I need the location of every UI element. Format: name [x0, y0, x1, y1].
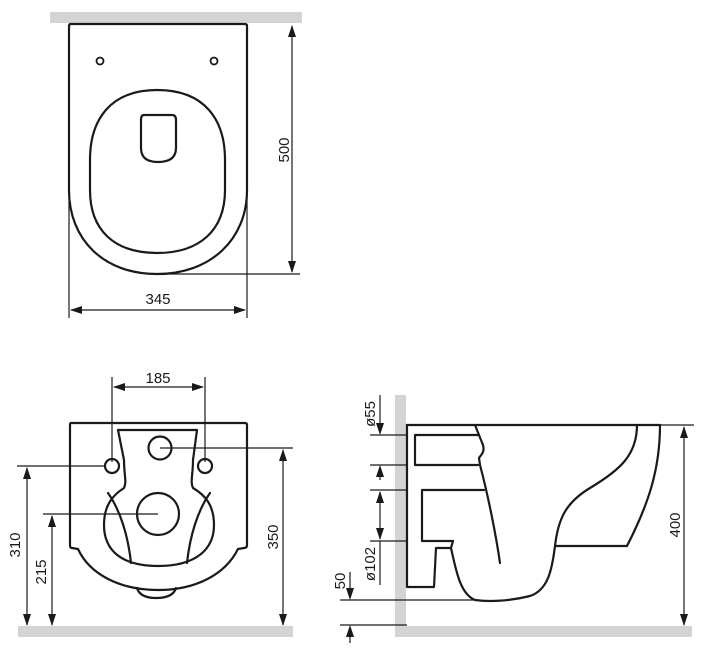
bowl-opening-top	[88, 88, 227, 255]
floor-front	[18, 626, 293, 637]
pan-outline-front	[68, 421, 249, 592]
wall-top	[50, 12, 302, 23]
back-plate-side	[405, 423, 453, 589]
dim-bolt-height-310: 310	[7, 532, 24, 557]
flush-outlet-top	[139, 113, 178, 164]
floor-side	[395, 626, 692, 637]
bowl-inner-curve-side	[449, 423, 639, 603]
side-view: ø55 ø102 50 400	[332, 395, 694, 643]
seat-hinge-hole-right	[209, 56, 219, 66]
dim-rim-height-400: 400	[667, 512, 684, 537]
dim-inlet-height-350: 350	[265, 524, 282, 549]
recess-inner-right	[185, 491, 212, 565]
dim-outlet-diameter-102: ø102	[362, 547, 379, 581]
bowl-front-side	[553, 423, 662, 548]
recess-inner-left	[106, 491, 133, 565]
dim-bottom-clearance-50: 50	[332, 573, 349, 590]
dim-width-345: 345	[145, 291, 170, 308]
wall-side	[395, 395, 406, 637]
bowl-outline-top	[67, 22, 249, 276]
front-view: 185 310 215 350	[7, 370, 293, 637]
outlet-pipe-side	[420, 488, 486, 543]
rear-recess-front	[102, 428, 216, 568]
dim-bolt-spacing-185: 185	[145, 370, 170, 387]
seat-hinge-hole-left	[95, 56, 105, 66]
inlet-pipe-side	[413, 433, 481, 467]
dim-outlet-height-215: 215	[33, 559, 50, 584]
top-view: 500 345	[50, 12, 302, 318]
trap-wall-side	[473, 423, 502, 565]
dim-inlet-diameter-55: ø55	[362, 401, 379, 427]
dim-length-500: 500	[276, 137, 293, 162]
spigot-front	[135, 586, 178, 600]
